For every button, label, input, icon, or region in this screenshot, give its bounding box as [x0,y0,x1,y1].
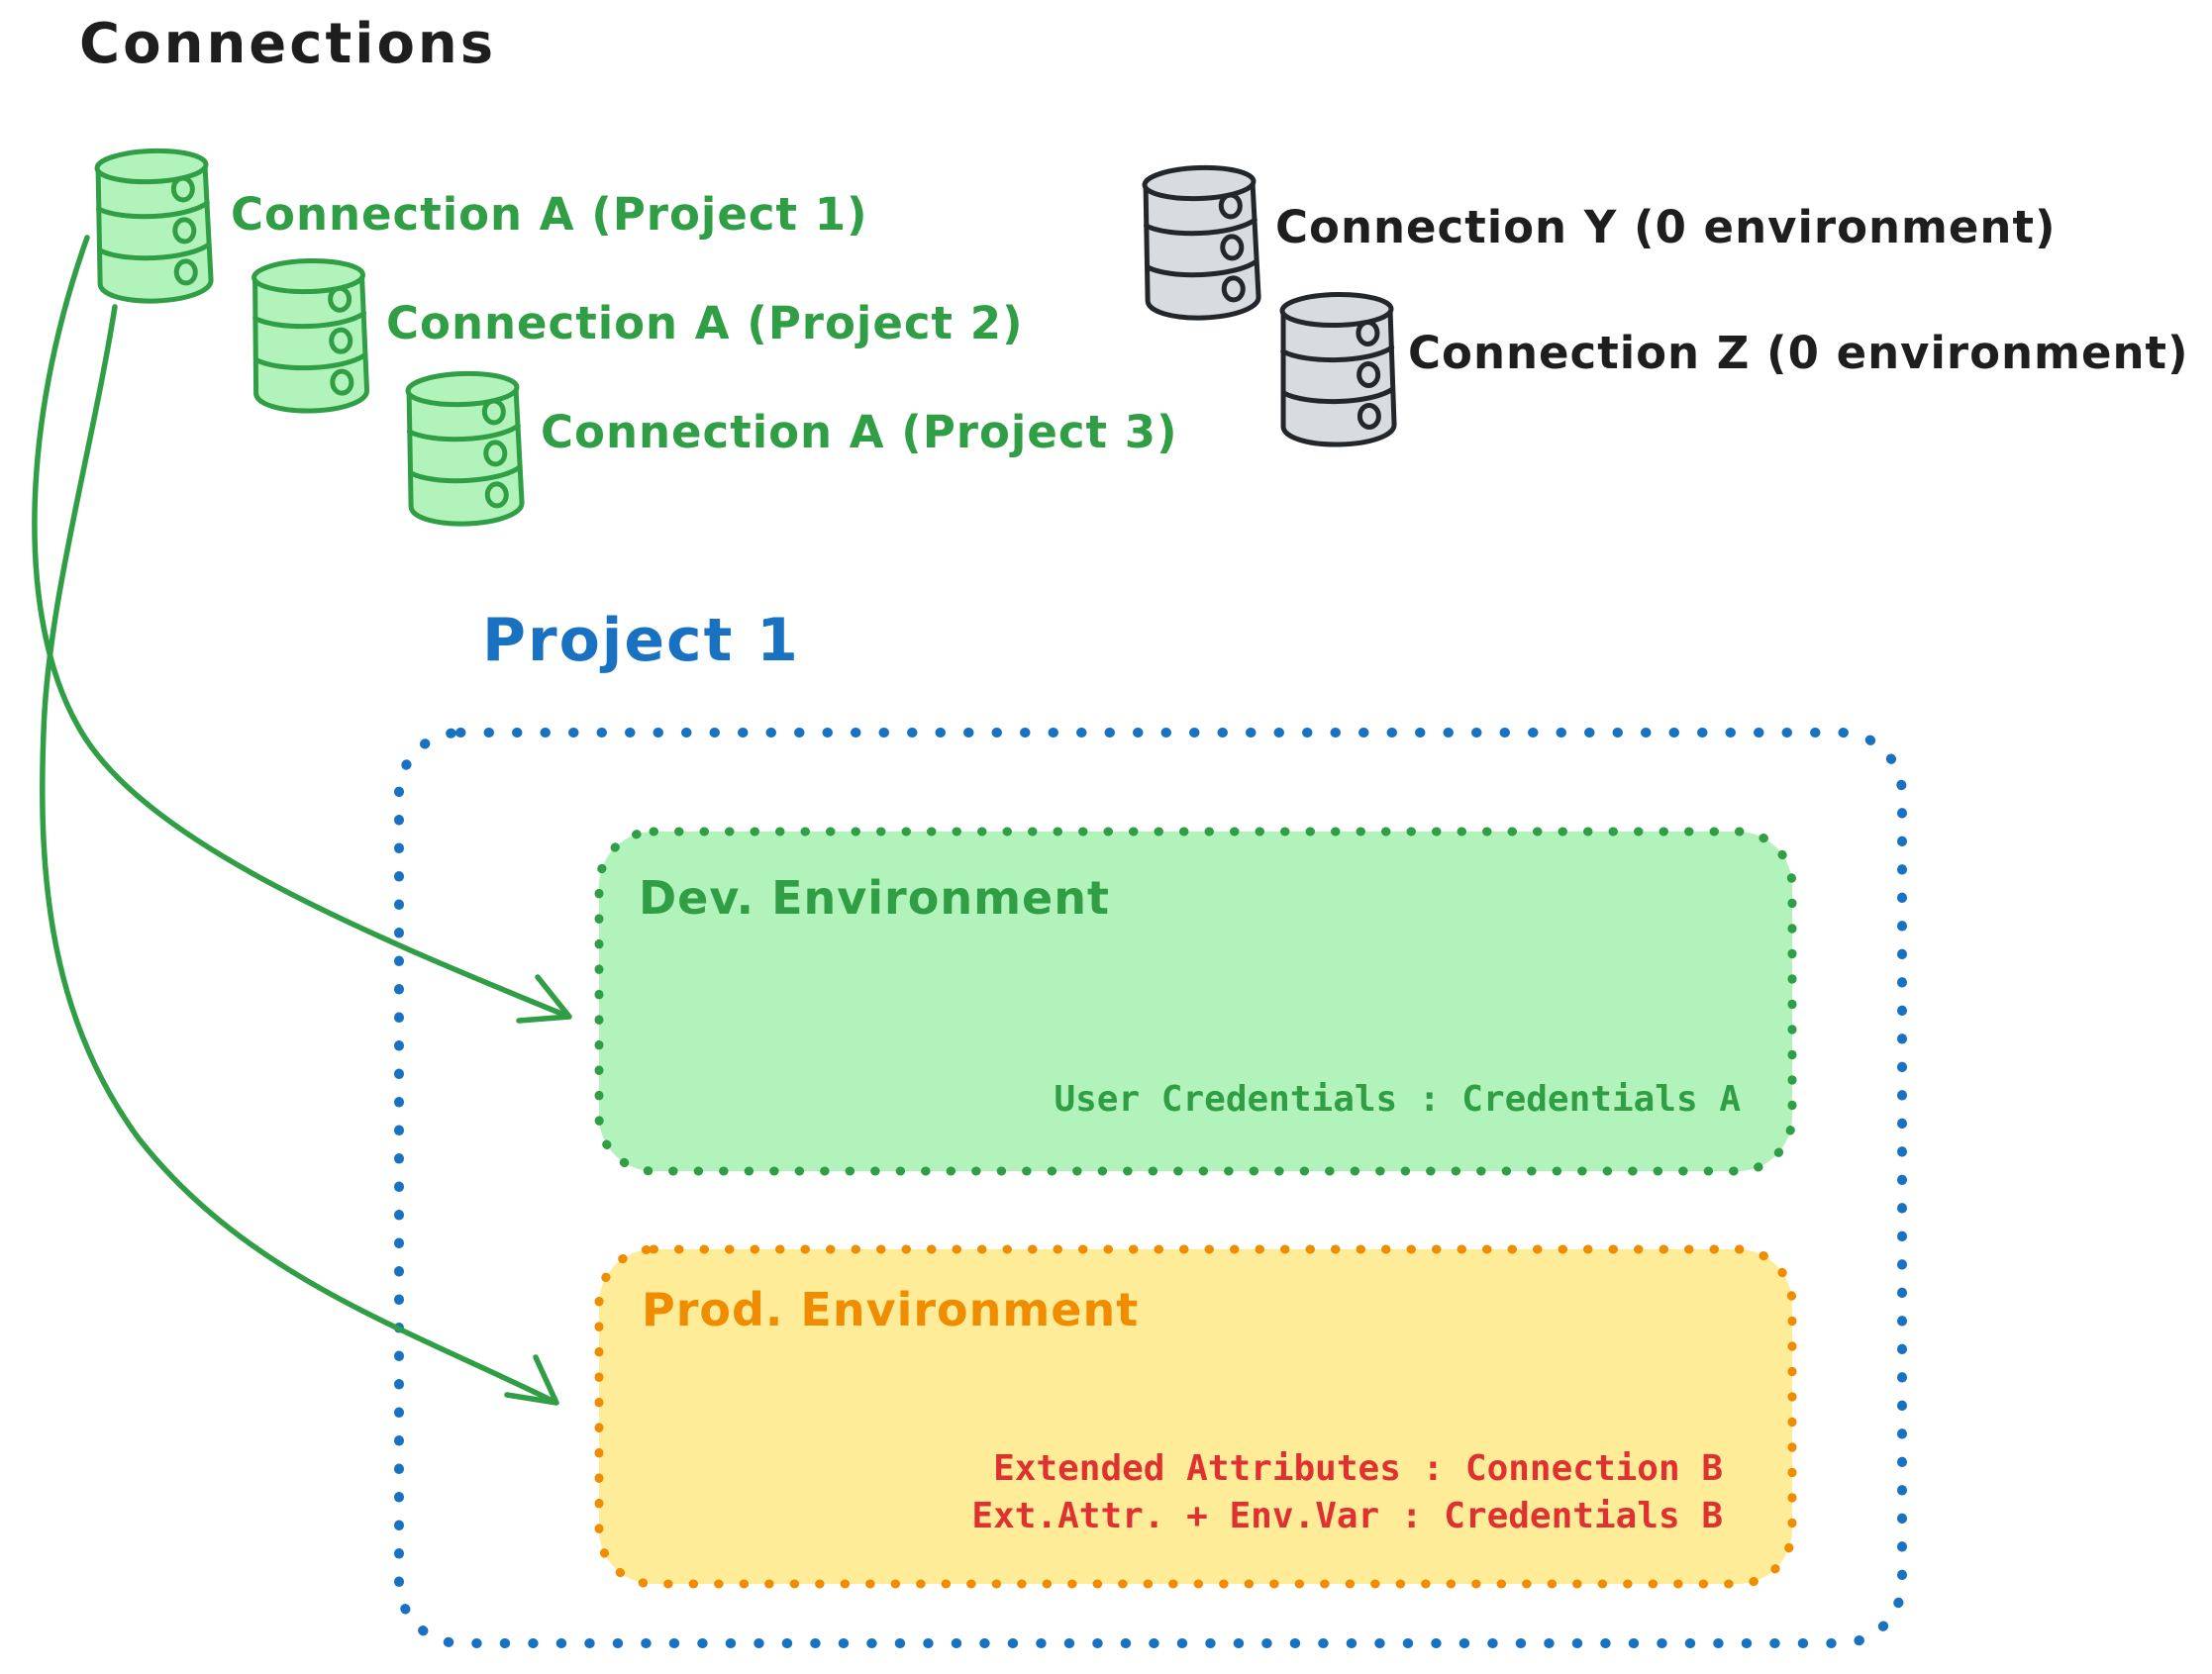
prod-mappings: Extended Attributes : Connection B Ext.A… [871,1445,1723,1540]
database-icon-connection-a-project-3 [407,372,523,526]
dev-environment-title: Dev. Environment [639,871,1110,925]
connection-y-label: Connection Y (0 environment) [1275,201,2057,253]
database-icon-connection-a-project-2 [252,259,367,412]
connection-a-to-prod-arrow [40,304,559,1406]
connection-a-project-3-label: Connection A (Project 3) [541,406,1178,458]
project-1-boundary-box [394,728,1907,1648]
dev-environment-box [594,827,1797,1176]
database-icon-connection-y [1144,166,1259,320]
connection-a-project-2-label: Connection A (Project 2) [386,297,1024,349]
project-1-title: Project 1 [482,606,800,675]
prod-mapping-ext-attr-env-var: Ext.Attr. + Env.Var : Credentials B [971,1496,1723,1536]
prod-environment-title: Prod. Environment [642,1283,1140,1336]
database-icon-connection-z [1281,294,1395,445]
dev-credentials-mapping: User Credentials : Credentials A [1054,1079,1741,1120]
prod-mapping-extended-attributes: Extended Attributes : Connection B [993,1448,1723,1489]
connection-a-project-1-label: Connection A (Project 1) [231,188,868,241]
database-icon-connection-a-project-1 [96,149,212,303]
connections-title: Connections [79,12,497,76]
connection-z-label: Connection Z (0 environment) [1408,327,2189,379]
connection-a-to-dev-arrow [32,235,572,1024]
prod-environment-box [594,1244,1797,1589]
